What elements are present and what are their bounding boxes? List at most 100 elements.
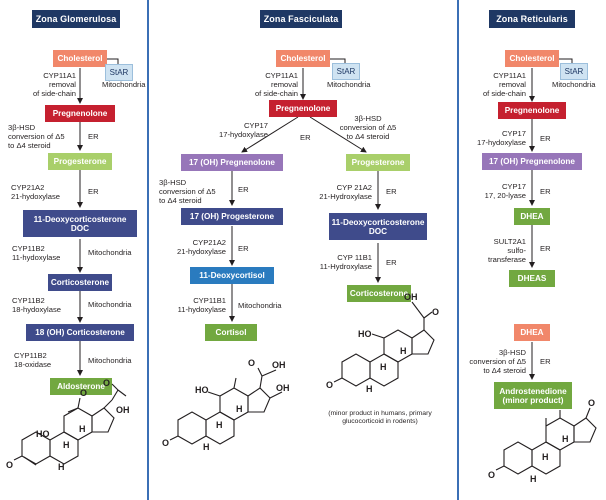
node-dhea: DHEA <box>514 208 550 225</box>
atom-label: H <box>58 462 65 472</box>
header-zona-glomerulosa: Zona Glomerulosa <box>32 10 120 28</box>
column-divider <box>457 0 459 500</box>
node-cholesterol: Cholesterol <box>505 50 559 67</box>
node-17-oh-pregnenolone: 17 (OH) Pregnenolone <box>181 154 283 171</box>
label-er: ER <box>540 134 551 143</box>
node-corticosterone: Corticosterone <box>48 274 112 291</box>
atom-label: O <box>6 460 13 470</box>
node-18-oh-corticosterone: 18 (OH) Corticosterone <box>26 324 134 341</box>
atom-label: O <box>588 398 595 408</box>
node-cholesterol: Cholesterol <box>53 50 107 67</box>
label-er: ER <box>238 244 249 253</box>
header-zona-reticularis: Zona Reticularis <box>489 10 575 28</box>
label-er: ER <box>386 258 397 267</box>
atom-label: H <box>236 404 243 414</box>
node-progesterone: Progesterone <box>48 153 112 170</box>
label-er: ER <box>540 357 551 366</box>
star-protein: StAR <box>332 63 360 80</box>
atom-label: O <box>432 307 439 317</box>
atom-label: HO <box>195 385 209 395</box>
star-protein: StAR <box>560 63 588 80</box>
atom-label: H <box>530 474 537 484</box>
node-dheas: DHEAS <box>509 270 555 287</box>
node-pregnenolone: Pregnenolone <box>498 102 566 119</box>
node-corticosterone: Corticosterone <box>347 285 411 302</box>
label-er: ER <box>540 187 551 196</box>
atom-label: O <box>162 438 169 448</box>
node-androstenedione: Androstenedione(minor product) <box>494 382 572 409</box>
label-er: ER <box>88 187 99 196</box>
node-dhea: DHEA <box>514 324 550 341</box>
star-protein: StAR <box>105 64 133 81</box>
label-mitochondria: Mitochondria <box>327 80 371 89</box>
label-mitochondria: Mitochondria <box>552 80 596 89</box>
label-mitochondria: Mitochondria <box>88 248 132 257</box>
node-cortisol: Cortisol <box>205 324 257 341</box>
atom-label: H <box>203 442 210 452</box>
node-cholesterol: Cholesterol <box>276 50 330 67</box>
label-er: ER <box>386 187 397 196</box>
atom-label: H <box>400 346 407 356</box>
label-er: ER <box>300 133 311 142</box>
atom-label: H <box>542 452 549 462</box>
atom-label: O <box>80 388 87 398</box>
node-progesterone: Progesterone <box>346 154 410 171</box>
label-mitochondria: Mitochondria <box>88 300 132 309</box>
label-er: ER <box>540 244 551 253</box>
atom-label: OH <box>276 383 290 393</box>
atom-label: O <box>488 470 495 480</box>
atom-label: H <box>380 362 387 372</box>
label-mitochondria: Mitochondria <box>102 80 146 89</box>
atom-label: HO <box>36 429 50 439</box>
atom-label: H <box>562 434 569 444</box>
atom-label: HO <box>358 329 372 339</box>
node-17-oh-pregnenolone: 17 (OH) Pregnenolone <box>482 153 582 170</box>
node-11-deoxycortisol: 11-Deoxycortisol <box>190 267 274 284</box>
column-divider <box>147 0 149 500</box>
atom-label: H <box>216 420 223 430</box>
atom-label: H <box>366 384 373 394</box>
label-er: ER <box>238 185 249 194</box>
node-pregnenolone: Pregnenolone <box>45 105 115 122</box>
header-zona-fasciculata: Zona Fasciculata <box>260 10 342 28</box>
atom-label: O <box>326 380 333 390</box>
node-17-oh-progesterone: 17 (OH) Progesterone <box>181 208 283 225</box>
atom-label: OH <box>116 405 130 415</box>
node-pregnenolone: Pregnenolone <box>269 100 337 117</box>
label-mitochondria: Mitochondria <box>88 356 132 365</box>
atom-label: OH <box>404 292 418 302</box>
node-aldosterone: Aldosterone <box>50 378 112 395</box>
label-mitochondria: Mitochondria <box>238 301 282 310</box>
atom-label: O <box>103 378 110 388</box>
label-er: ER <box>88 132 99 141</box>
atom-label: O <box>248 358 255 368</box>
atom-label: H <box>63 440 70 450</box>
